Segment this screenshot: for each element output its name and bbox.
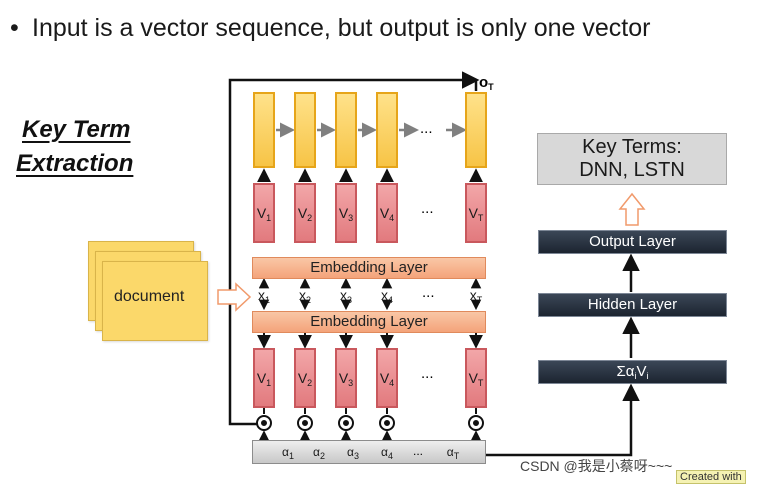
document-input-arrow — [217, 282, 252, 312]
upper-v-cell-2 — [294, 183, 316, 243]
alpha-label-4: α4 — [381, 445, 393, 461]
lstm-cell-4 — [376, 92, 398, 168]
upper-v-arrows — [257, 168, 483, 183]
hidden-layer-box: Hidden Layer — [538, 293, 727, 317]
lstm-cell-t — [465, 92, 487, 168]
bullet-symbol: • — [10, 14, 19, 42]
lstm-cell-3 — [335, 92, 357, 168]
x-label-t: xT — [469, 287, 483, 305]
x-label-2: x2 — [298, 287, 311, 305]
x-label-4: x4 — [380, 287, 393, 305]
embedding-layer-bottom: Embedding Layer — [252, 311, 486, 333]
upper-v-cell-3 — [335, 183, 357, 243]
x-ellipsis: ... — [422, 284, 435, 301]
lstm-cell-1 — [253, 92, 275, 168]
attention-weights-bar — [252, 440, 486, 464]
output-layer-box: Output Layer — [538, 230, 727, 254]
x-label-1: x1 — [257, 287, 270, 305]
key-terms-box: Key Terms: DNN, LSTN — [537, 133, 727, 185]
document-sheet-front — [102, 261, 208, 341]
lower-v-cell-1 — [253, 348, 275, 408]
embedding-layer-top: Embedding Layer — [252, 257, 486, 279]
alpha-to-sum-connector — [486, 383, 640, 457]
x-label-3: x3 — [339, 287, 352, 305]
lower-v-cell-4 — [376, 348, 398, 408]
lower-v-cell-3 — [335, 348, 357, 408]
output-label: oT — [479, 74, 494, 92]
upper-v-label-4: V4 — [379, 205, 395, 223]
upper-v-cell-t — [465, 183, 487, 243]
alpha-label-3: α3 — [347, 445, 359, 461]
lower-v-label-4: V4 — [379, 370, 395, 388]
upper-v-label-3: V3 — [338, 205, 354, 223]
output-to-keyterms-arrow — [618, 192, 646, 226]
lstm-cell-2 — [294, 92, 316, 168]
lower-v-arrows — [257, 333, 483, 349]
x-embedding-arrows — [258, 277, 482, 311]
alpha-ellipsis: ... — [413, 444, 424, 458]
upper-v-cell-4 — [376, 183, 398, 243]
lower-v-cell-2 — [294, 348, 316, 408]
upper-v-label-1: V1 — [256, 205, 272, 223]
weighted-sum-box: ΣαiVi — [538, 360, 727, 384]
key-terms-line2: DNN, LSTN — [579, 159, 685, 181]
key-terms-line1: Key Terms: — [582, 136, 682, 158]
lower-v-label-1: V1 — [256, 370, 272, 388]
lower-v-label-2: V2 — [297, 370, 313, 388]
upper-v-cell-1 — [253, 183, 275, 243]
lower-v-cell-t — [465, 348, 487, 408]
lstm-ellipsis: ... — [420, 120, 433, 137]
alpha-label-1: α1 — [282, 445, 294, 461]
created-with-badge: Created with — [676, 470, 746, 484]
alpha-label-t: αT — [446, 445, 460, 461]
upper-v-ellipsis: ... — [421, 200, 434, 217]
csdn-watermark: CSDN @我是小蔡呀~~~ — [520, 458, 673, 474]
document-label: document — [114, 288, 185, 305]
key-term-title-line1: Key Term — [22, 116, 131, 143]
lower-v-label-t: VT — [468, 370, 484, 388]
lower-v-ellipsis: ... — [421, 365, 434, 382]
key-term-title-line2: Extraction — [16, 150, 134, 177]
multiply-nodes — [256, 415, 484, 431]
upper-v-label-t: VT — [468, 205, 484, 223]
lower-v-label-3: V3 — [338, 370, 354, 388]
upper-v-label-2: V2 — [297, 205, 313, 223]
alpha-label-2: α2 — [313, 445, 325, 461]
feedback-loop — [228, 71, 480, 426]
slide-bullet: • Input is a vector sequence, but output … — [10, 14, 650, 43]
bullet-text: Input is a vector sequence, but output i… — [32, 14, 651, 42]
v-to-multiply-arrows — [257, 408, 483, 445]
